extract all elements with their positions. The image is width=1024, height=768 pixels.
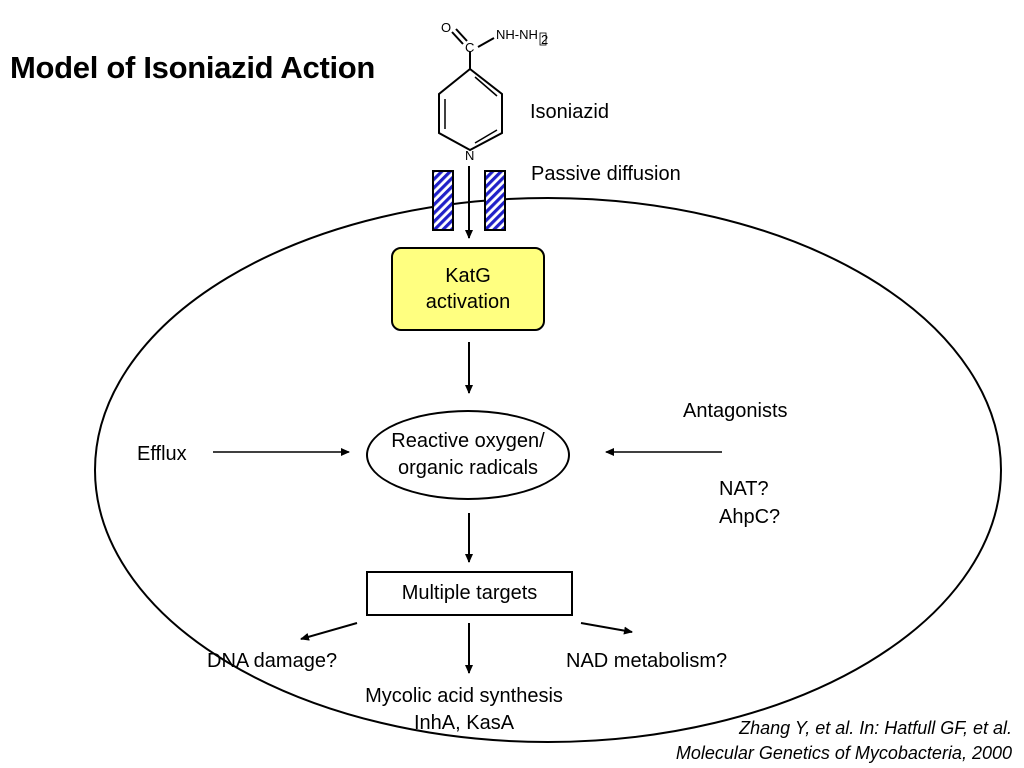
atom-o: O — [441, 20, 451, 35]
reactive-oxygen-node: Reactive oxygen/ organic radicals — [366, 410, 570, 500]
arrow-to-nad — [580, 622, 633, 635]
katg-activation-box: KatG activation — [391, 247, 545, 331]
atom-c: C — [465, 40, 474, 55]
isoniazid-structure — [438, 28, 503, 152]
page-title: Model of Isoniazid Action — [10, 50, 376, 85]
arrow-to-dna — [300, 622, 358, 641]
multiple-targets-box: Multiple targets — [366, 571, 573, 616]
mycolic-acid-label: Mycolic acid synthesis InhA, KasA — [341, 683, 587, 737]
atom-n: N — [465, 148, 474, 163]
passive-diffusion-label: Passive diffusion — [531, 163, 681, 185]
katg-line2: activation — [425, 291, 511, 313]
cell-membrane — [94, 197, 1002, 743]
ros-line2: organic radicals — [397, 457, 539, 479]
ros-line1: Reactive oxygen/ — [391, 430, 545, 452]
antagonist-ahpc: AhpC? — [719, 506, 781, 528]
substituent-label: NH-NH — [496, 27, 538, 42]
subscript-glyph: 2 — [541, 32, 548, 47]
mycolic-line1: Mycolic acid synthesis — [365, 685, 563, 707]
nad-metabolism-label: NAD metabolism? — [566, 650, 728, 672]
mycolic-line2: InhA, KasA — [413, 712, 515, 734]
membrane-channel-left — [432, 170, 454, 231]
subscript-glyph-box — [539, 32, 547, 46]
membrane-channel-right — [484, 170, 506, 231]
dna-damage-label: DNA damage? — [207, 650, 338, 672]
antagonist-nat: NAT? — [719, 478, 769, 500]
citation-line2: Molecular Genetics of Mycobacteria, 2000 — [675, 743, 1012, 763]
citation: Zhang Y, et al. In: Hatfull GF, et al. M… — [676, 716, 1012, 766]
efflux-label: Efflux — [137, 443, 187, 465]
targets-label: Multiple targets — [401, 582, 538, 604]
katg-line1: KatG — [445, 265, 491, 287]
isoniazid-label: Isoniazid — [530, 101, 609, 123]
antagonists-label: Antagonists — [683, 400, 788, 422]
citation-line1: Zhang Y, et al. In: Hatfull GF, et al. — [739, 718, 1012, 738]
